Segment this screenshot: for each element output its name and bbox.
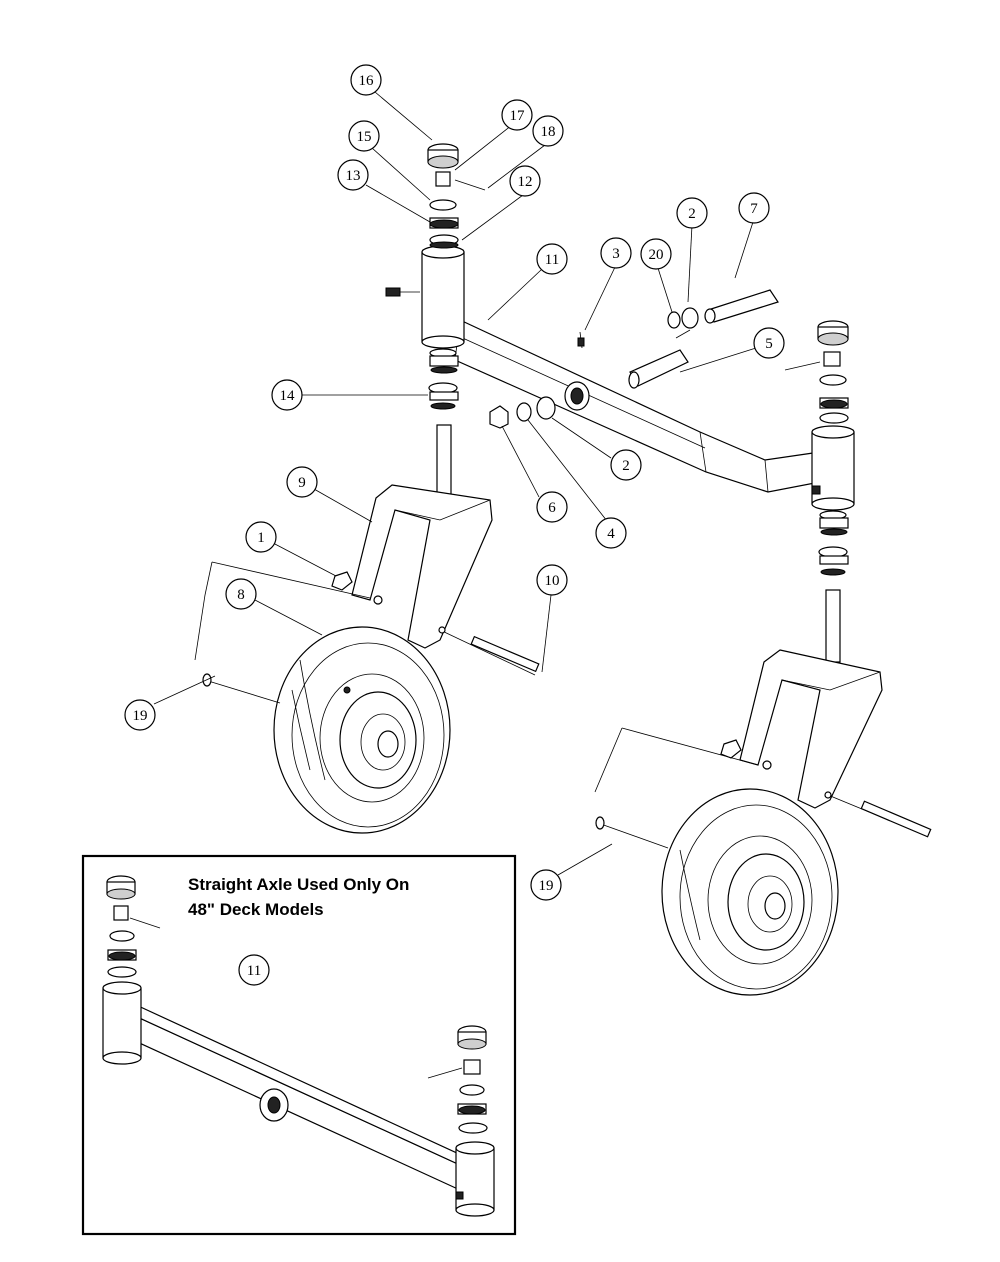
callout-circle [238, 954, 270, 986]
callout-c14: 14 [271, 379, 303, 411]
callout-c17: 17 [501, 99, 533, 131]
callout-c11b: 11 [238, 954, 270, 986]
callout-c12: 12 [509, 165, 541, 197]
callout-circle [501, 99, 533, 131]
left-spindle-housing [385, 245, 465, 349]
callout-circle [286, 466, 318, 498]
callout-number: 11 [545, 252, 559, 268]
right-axle-parts [594, 727, 932, 849]
callout-number: 14 [280, 388, 296, 404]
callout-circle [536, 243, 568, 275]
callout-number: 2 [688, 206, 696, 222]
callout-c11a: 11 [536, 243, 568, 275]
inset-straight-axle: Straight Axle Used Only On 48" Deck Mode… [81, 854, 517, 1236]
callout-circle [536, 491, 568, 523]
callout-number: 17 [510, 108, 526, 124]
callout-number: 13 [346, 168, 361, 184]
callout-number: 20 [649, 247, 664, 263]
callout-number: 15 [357, 129, 372, 145]
callout-number: 7 [750, 201, 758, 217]
inset-title-line2: 48" Deck Models [188, 900, 324, 919]
callout-circle [532, 115, 564, 147]
callout-c1: 1 [245, 521, 277, 553]
callout-number: 5 [765, 336, 773, 352]
callout-c5: 5 [753, 327, 785, 359]
callout-c6: 6 [536, 491, 568, 523]
callout-number: 11 [247, 963, 261, 979]
callout-c2a: 2 [676, 197, 708, 229]
callout-number: 9 [298, 475, 306, 491]
left-caster-fork [351, 424, 493, 649]
left-lower-bearing-stack [428, 348, 459, 410]
callout-circle [640, 238, 672, 270]
callout-circle [738, 192, 770, 224]
callout-circle [271, 379, 303, 411]
callout-number: 10 [545, 573, 560, 589]
callout-c15: 15 [348, 120, 380, 152]
center-pivot-parts [489, 289, 779, 429]
callout-number: 16 [359, 73, 375, 89]
callout-c3: 3 [600, 237, 632, 269]
callout-circle [509, 165, 541, 197]
right-caster-fork [720, 589, 883, 809]
callout-number: 1 [257, 530, 265, 546]
callout-circle [124, 699, 156, 731]
callout-c10: 10 [536, 564, 568, 596]
callout-number: 3 [612, 246, 620, 262]
callout-number: 19 [133, 708, 148, 724]
callout-c18: 18 [532, 115, 564, 147]
callout-circle [600, 237, 632, 269]
callout-c7: 7 [738, 192, 770, 224]
callout-number: 2 [622, 458, 630, 474]
callout-c16: 16 [350, 64, 382, 96]
callout-number: 8 [237, 587, 245, 603]
callout-circle [245, 521, 277, 553]
callout-c4: 4 [595, 517, 627, 549]
callout-circle [536, 564, 568, 596]
right-lower-bearing-stack [818, 510, 849, 576]
right-wheel [661, 788, 839, 996]
inset-title-line1: Straight Axle Used Only On [188, 875, 409, 894]
callout-c13: 13 [337, 159, 369, 191]
callout-c2b: 2 [610, 449, 642, 481]
callout-circle [676, 197, 708, 229]
callout-circle [337, 159, 369, 191]
callout-number: 18 [541, 124, 556, 140]
callout-circle [595, 517, 627, 549]
callout-circle [225, 578, 257, 610]
right-spindle-housing [811, 425, 855, 511]
callout-number: 19 [539, 878, 554, 894]
callout-number: 6 [548, 500, 556, 516]
callout-c8: 8 [225, 578, 257, 610]
callout-circle [348, 120, 380, 152]
callout-circle [753, 327, 785, 359]
callout-number: 12 [518, 174, 533, 190]
callout-c19a: 19 [124, 699, 156, 731]
callout-c19b: 19 [530, 869, 562, 901]
callout-c9: 9 [286, 466, 318, 498]
callout-circle [530, 869, 562, 901]
callout-circle [610, 449, 642, 481]
callout-c20: 20 [640, 238, 672, 270]
left-wheel [273, 626, 451, 834]
callout-number: 4 [607, 526, 615, 542]
right-upper-bearing-stack [784, 320, 849, 424]
left-upper-bearing-stack [427, 143, 486, 249]
callout-circle [350, 64, 382, 96]
